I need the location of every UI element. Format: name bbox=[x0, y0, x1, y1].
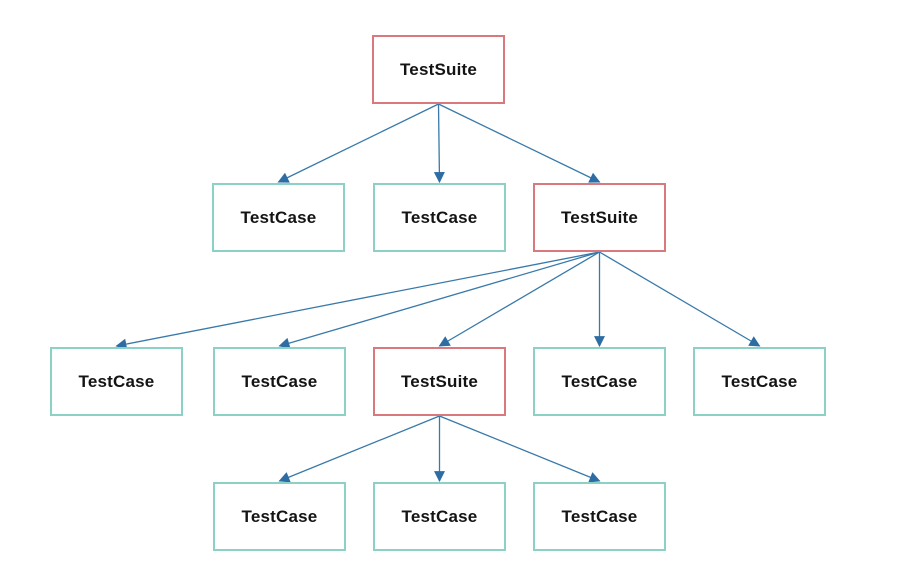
node-testcase-r3c2: TestCase bbox=[213, 347, 346, 416]
edge-arrow-r2s-r3c2 bbox=[278, 251, 600, 349]
edge-arrow-r2s-r3s bbox=[438, 251, 600, 347]
node-label: TestCase bbox=[401, 207, 478, 227]
node-testcase-r3c4: TestCase bbox=[533, 347, 666, 416]
node-testcase-r2c1: TestCase bbox=[212, 183, 345, 252]
node-label: TestCase bbox=[241, 371, 318, 391]
node-label: TestCase bbox=[78, 371, 155, 391]
edge-arrow-r3s-r4c3 bbox=[439, 415, 601, 483]
node-testcase-r4c2: TestCase bbox=[373, 482, 506, 551]
edge-arrow-root-r2c2 bbox=[433, 103, 445, 184]
node-testcase-r3c1: TestCase bbox=[50, 347, 183, 416]
edge-arrow-root-r2c1 bbox=[277, 103, 439, 183]
node-label: TestCase bbox=[241, 506, 318, 526]
node-testsuite-r3s: TestSuite bbox=[373, 347, 506, 416]
node-label: TestCase bbox=[401, 506, 478, 526]
node-label: TestSuite bbox=[400, 371, 479, 391]
node-label: TestCase bbox=[721, 371, 798, 391]
node-label: TestSuite bbox=[560, 207, 639, 227]
node-label: TestCase bbox=[240, 207, 317, 227]
node-testcase-r2c2: TestCase bbox=[373, 183, 506, 252]
edge-arrow-root-r2s bbox=[438, 103, 601, 183]
node-label: TestCase bbox=[561, 506, 638, 526]
node-testcase-r3c5: TestCase bbox=[693, 347, 826, 416]
node-testcase-r4c1: TestCase bbox=[213, 482, 346, 551]
node-label: TestSuite bbox=[399, 59, 478, 79]
node-testsuite-r2s: TestSuite bbox=[533, 183, 666, 252]
node-testsuite-root: TestSuite bbox=[372, 35, 505, 104]
edge-arrow-r3s-r4c1 bbox=[278, 415, 440, 483]
edge-arrow-r2s-r3c5 bbox=[599, 251, 761, 347]
node-testcase-r4c3: TestCase bbox=[533, 482, 666, 551]
node-label: TestCase bbox=[561, 371, 638, 391]
edge-arrow-r2s-r3c1 bbox=[115, 251, 600, 350]
